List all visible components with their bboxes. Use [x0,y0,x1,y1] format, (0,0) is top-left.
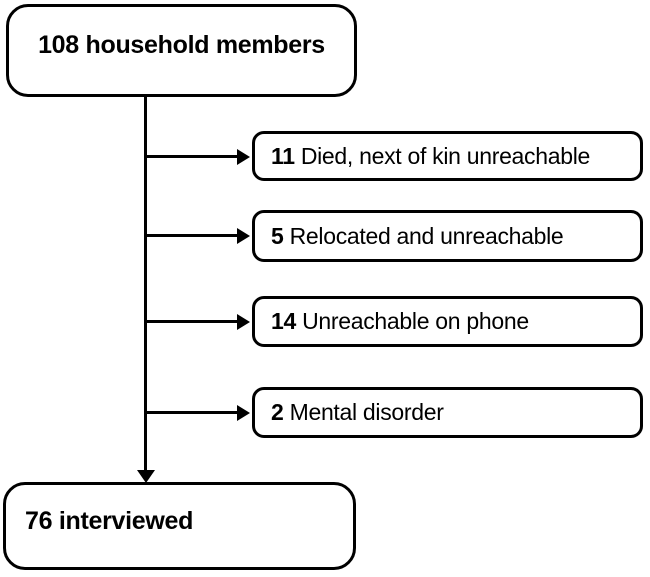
end-box: 76 interviewed [3,482,356,570]
exclusion-box-died: 11 Died, next of kin unreachable [252,131,643,181]
exclusion-box-mental-disorder: 2 Mental disorder [252,387,643,438]
right-arrowhead-icon [237,314,250,330]
branch-line-2 [145,234,237,237]
end-box-label: 76 interviewed [25,507,194,535]
down-arrowhead-icon [137,470,155,483]
right-arrowhead-icon [237,228,250,244]
exclusion-label: Unreachable on phone [302,308,529,334]
branch-line-1 [145,155,237,158]
exclusion-label: Died, next of kin unreachable [300,142,591,169]
vertical-flow-line [144,97,147,471]
exclusion-box-unreachable-phone: 14 Unreachable on phone [252,296,643,347]
exclusion-count: 14 [271,308,296,334]
exclusion-count: 11 [271,142,295,169]
exclusion-label: Relocated and unreachable [289,222,564,249]
exclusion-label: Mental disorder [289,399,444,425]
branch-line-3 [145,320,237,323]
right-arrowhead-icon [237,149,250,165]
exclusion-count: 5 [271,222,284,249]
start-box-label: 108 household members [38,31,325,59]
start-box: 108 household members [6,4,357,97]
branch-line-4 [145,411,237,414]
exclusion-count: 2 [271,399,284,425]
right-arrowhead-icon [237,405,250,421]
exclusion-box-relocated: 5 Relocated and unreachable [252,210,643,262]
